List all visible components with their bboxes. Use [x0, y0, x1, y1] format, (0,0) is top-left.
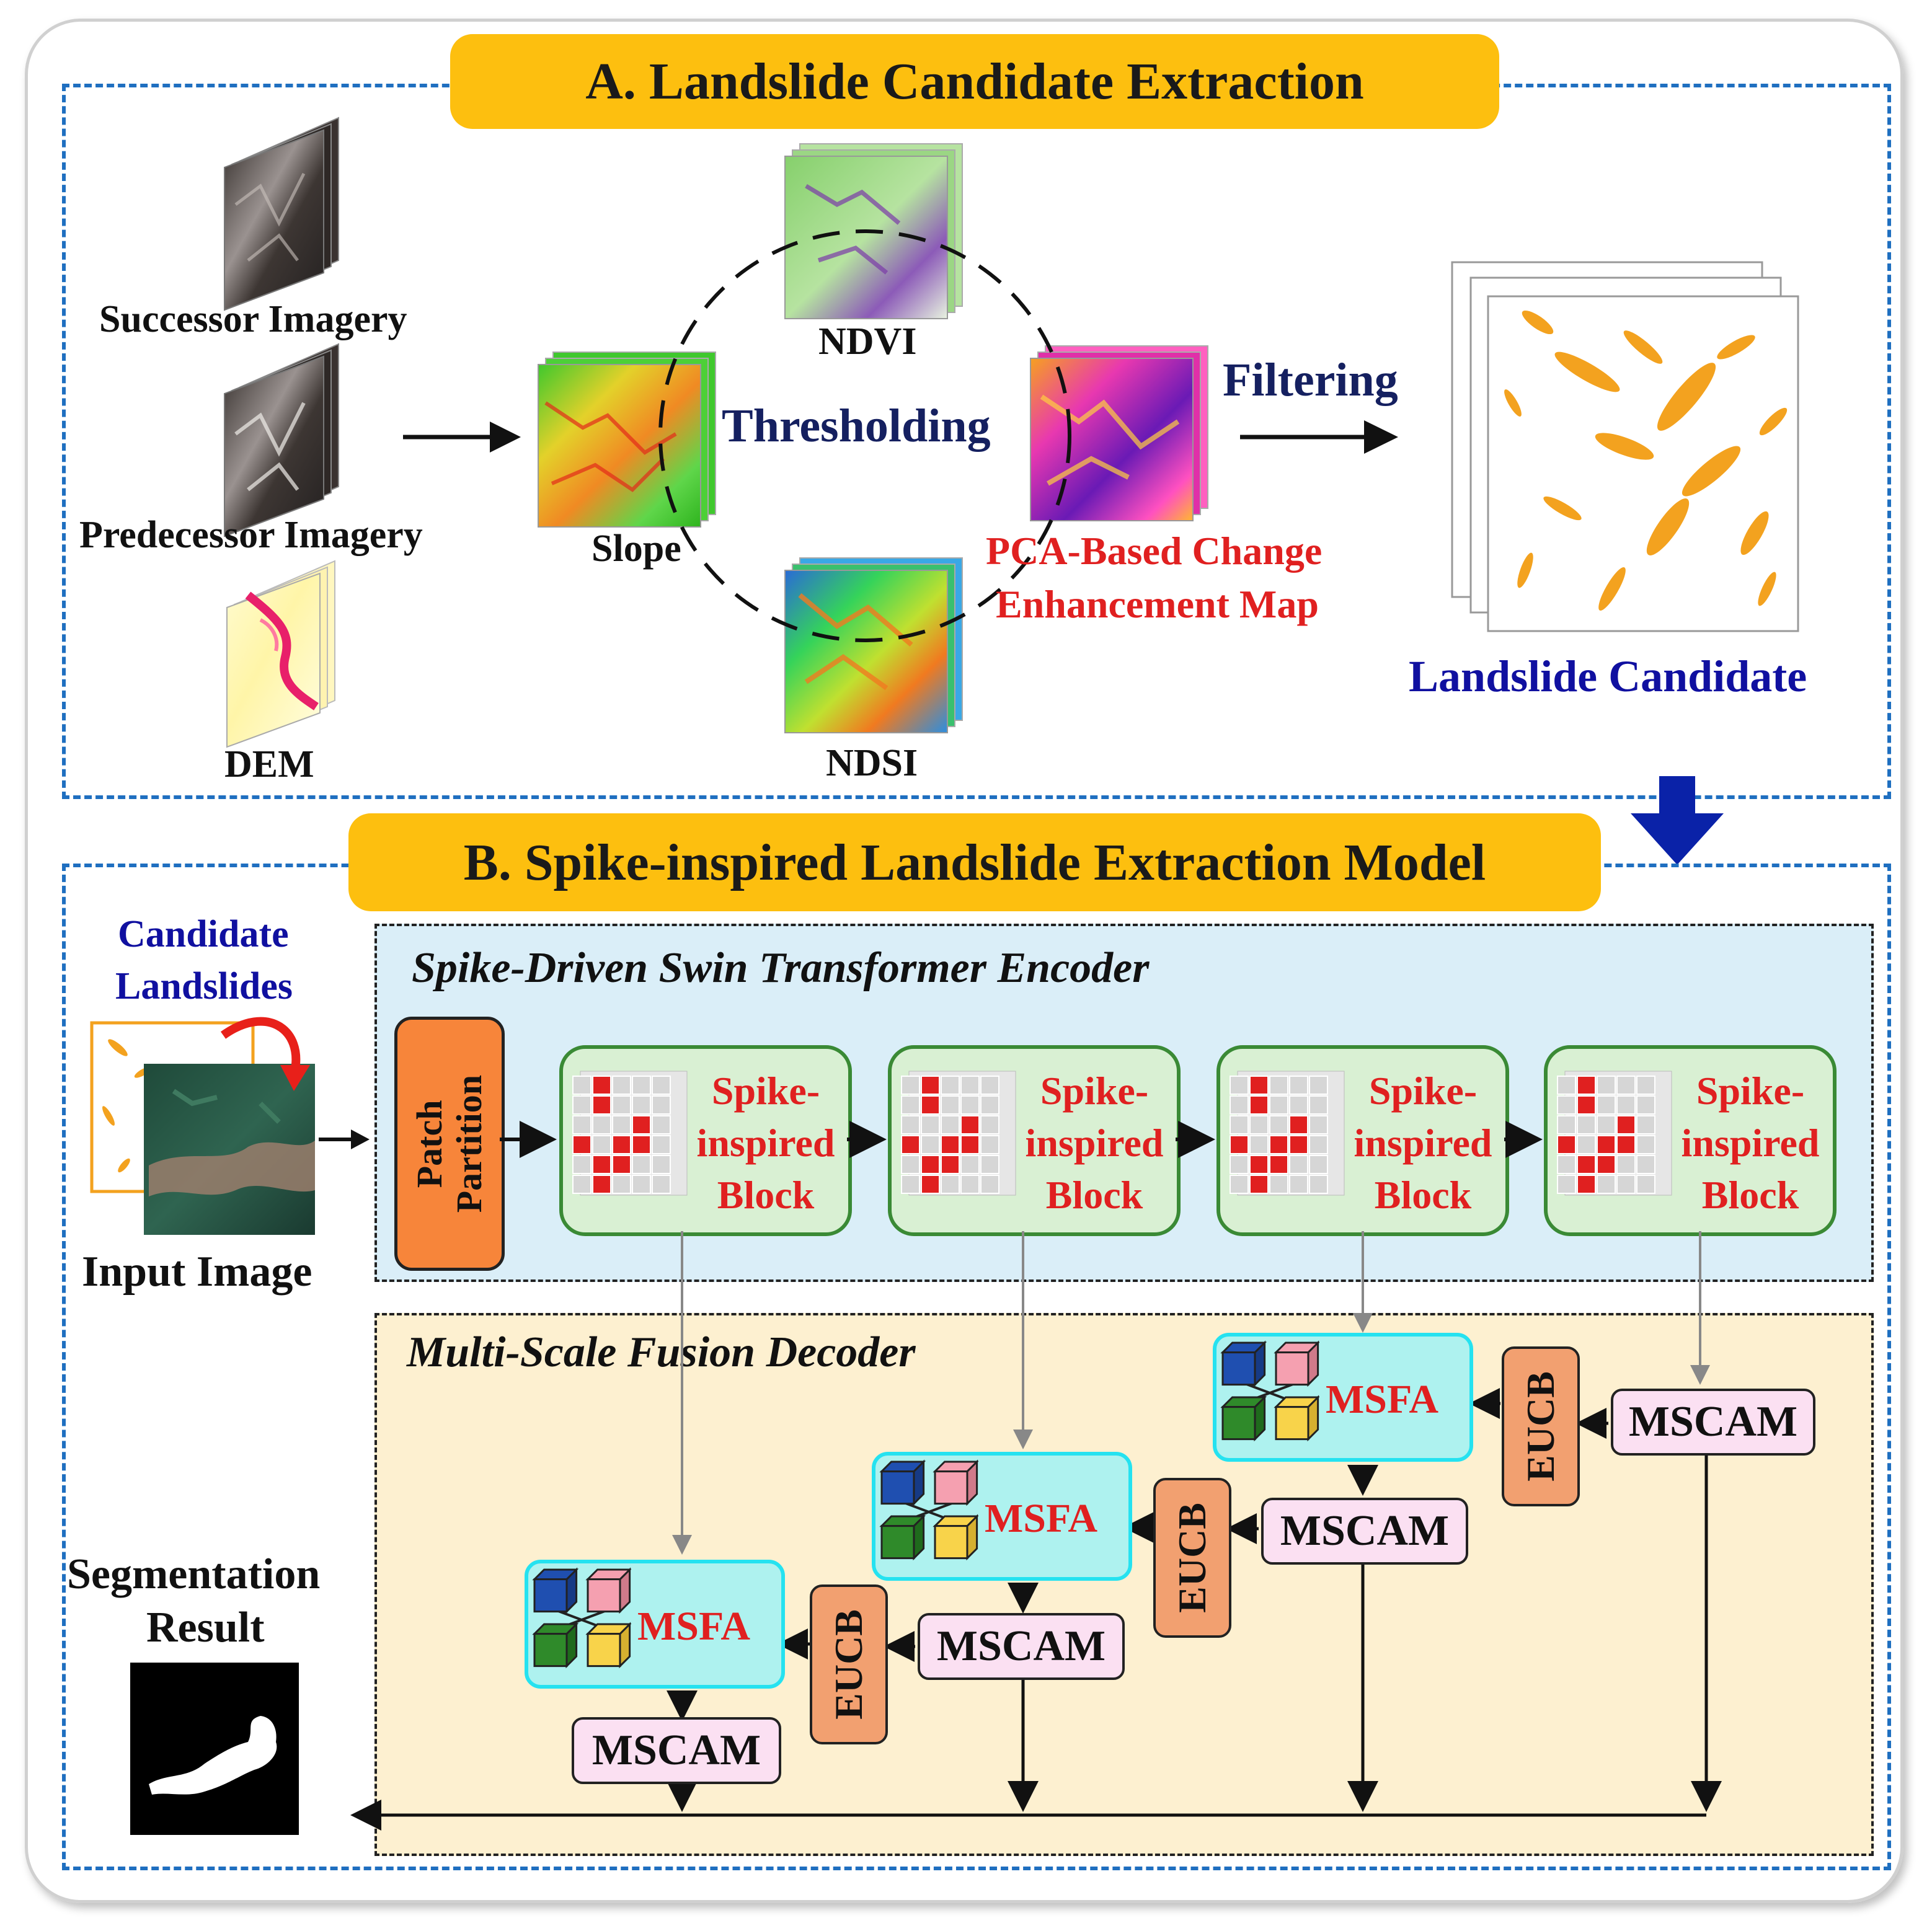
thresholding-label: Thresholding — [722, 400, 991, 452]
predecessor-imagery-stack — [224, 343, 339, 537]
block-1-line1: Spike- — [711, 1069, 820, 1113]
spike-grid-icon-4 — [1557, 1071, 1672, 1196]
outer-frame — [25, 19, 1903, 1903]
ndvi-label: NDVI — [818, 320, 917, 363]
segmentation-result-line2: Result — [146, 1604, 265, 1651]
arrow-filtering — [1240, 420, 1398, 454]
cubes-icon-3 — [1220, 1340, 1319, 1442]
landslide-candidate-stack — [1451, 261, 1799, 632]
decoder-title: Multi-Scale Fusion Decoder — [407, 1328, 916, 1376]
pca-stack — [1030, 345, 1208, 521]
filtering-label: Filtering — [1223, 354, 1398, 406]
segmentation-result-line1: Segmentation — [67, 1550, 321, 1598]
arrow-to-slope — [403, 422, 521, 453]
mscam-box-2: MSCAM — [918, 1613, 1125, 1680]
input-image-label: Input Image — [82, 1248, 312, 1296]
block-4-line2: inspired — [1681, 1121, 1820, 1165]
section-b-title: B. Spike-inspired Landslide Extraction M… — [348, 813, 1601, 911]
eucb-label-3: EUCB — [1518, 1371, 1562, 1482]
eucb-box-3: EUCB — [1502, 1346, 1580, 1506]
msfa-label-2: MSFA — [985, 1496, 1098, 1541]
thresholding-ring — [658, 229, 1071, 642]
block-1-line3: Block — [717, 1173, 815, 1217]
mscam-box-3: MSCAM — [1261, 1498, 1468, 1565]
slope-label: Slope — [592, 528, 681, 570]
block-1-line2: inspired — [696, 1121, 835, 1165]
candidate-landslides-line2: Landslides — [115, 965, 293, 1007]
block-2-line3: Block — [1045, 1173, 1143, 1217]
dem-stack — [226, 560, 335, 748]
candidate-landslides-line1: Candidate — [118, 913, 289, 955]
msfa-label-1: MSFA — [637, 1604, 751, 1649]
eucb-label-1: EUCB — [826, 1609, 871, 1720]
block-2-line2: inspired — [1025, 1121, 1164, 1165]
block-4-line1: Spike- — [1696, 1069, 1805, 1113]
patch-partition-box: Patch Partition — [394, 1017, 505, 1271]
block-3-line2: inspired — [1354, 1121, 1492, 1165]
mscam-box-4: MSCAM — [1611, 1389, 1815, 1456]
cubes-icon-2 — [879, 1459, 978, 1561]
successor-imagery-stack — [224, 117, 339, 311]
landslide-candidate-label: Landslide Candidate — [1409, 652, 1807, 701]
successor-imagery-label: Successor Imagery — [99, 298, 407, 340]
msfa-label-3: MSFA — [1326, 1377, 1439, 1422]
spike-grid-icon-1 — [572, 1071, 688, 1196]
slope-stack — [538, 351, 716, 528]
block-3-line1: Spike- — [1368, 1069, 1478, 1113]
pca-label-line1: PCA-Based Change — [986, 529, 1323, 573]
cubes-icon-1 — [532, 1567, 631, 1669]
ndsi-label: NDSI — [826, 742, 918, 784]
spike-grid-icon-2 — [901, 1071, 1016, 1196]
eucb-box-2: EUCB — [1153, 1478, 1231, 1638]
block-4-line3: Block — [1701, 1173, 1799, 1217]
block-3-line3: Block — [1374, 1173, 1472, 1217]
block-2-line1: Spike- — [1040, 1069, 1149, 1113]
dem-label: DEM — [224, 743, 314, 785]
eucb-label-2: EUCB — [1170, 1503, 1214, 1613]
eucb-box-1: EUCB — [810, 1584, 888, 1744]
encoder-title: Spike-Driven Swin Transformer Encoder — [412, 944, 1150, 992]
down-arrow-a-to-b — [1631, 776, 1724, 865]
pca-label-line2: Enhancement Map — [996, 582, 1319, 626]
section-a-title: A. Landslide Candidate Extraction — [450, 34, 1499, 129]
predecessor-imagery-label: Predecessor Imagery — [79, 514, 423, 556]
spike-grid-icon-3 — [1230, 1071, 1345, 1196]
mscam-box-1: MSCAM — [572, 1717, 781, 1784]
